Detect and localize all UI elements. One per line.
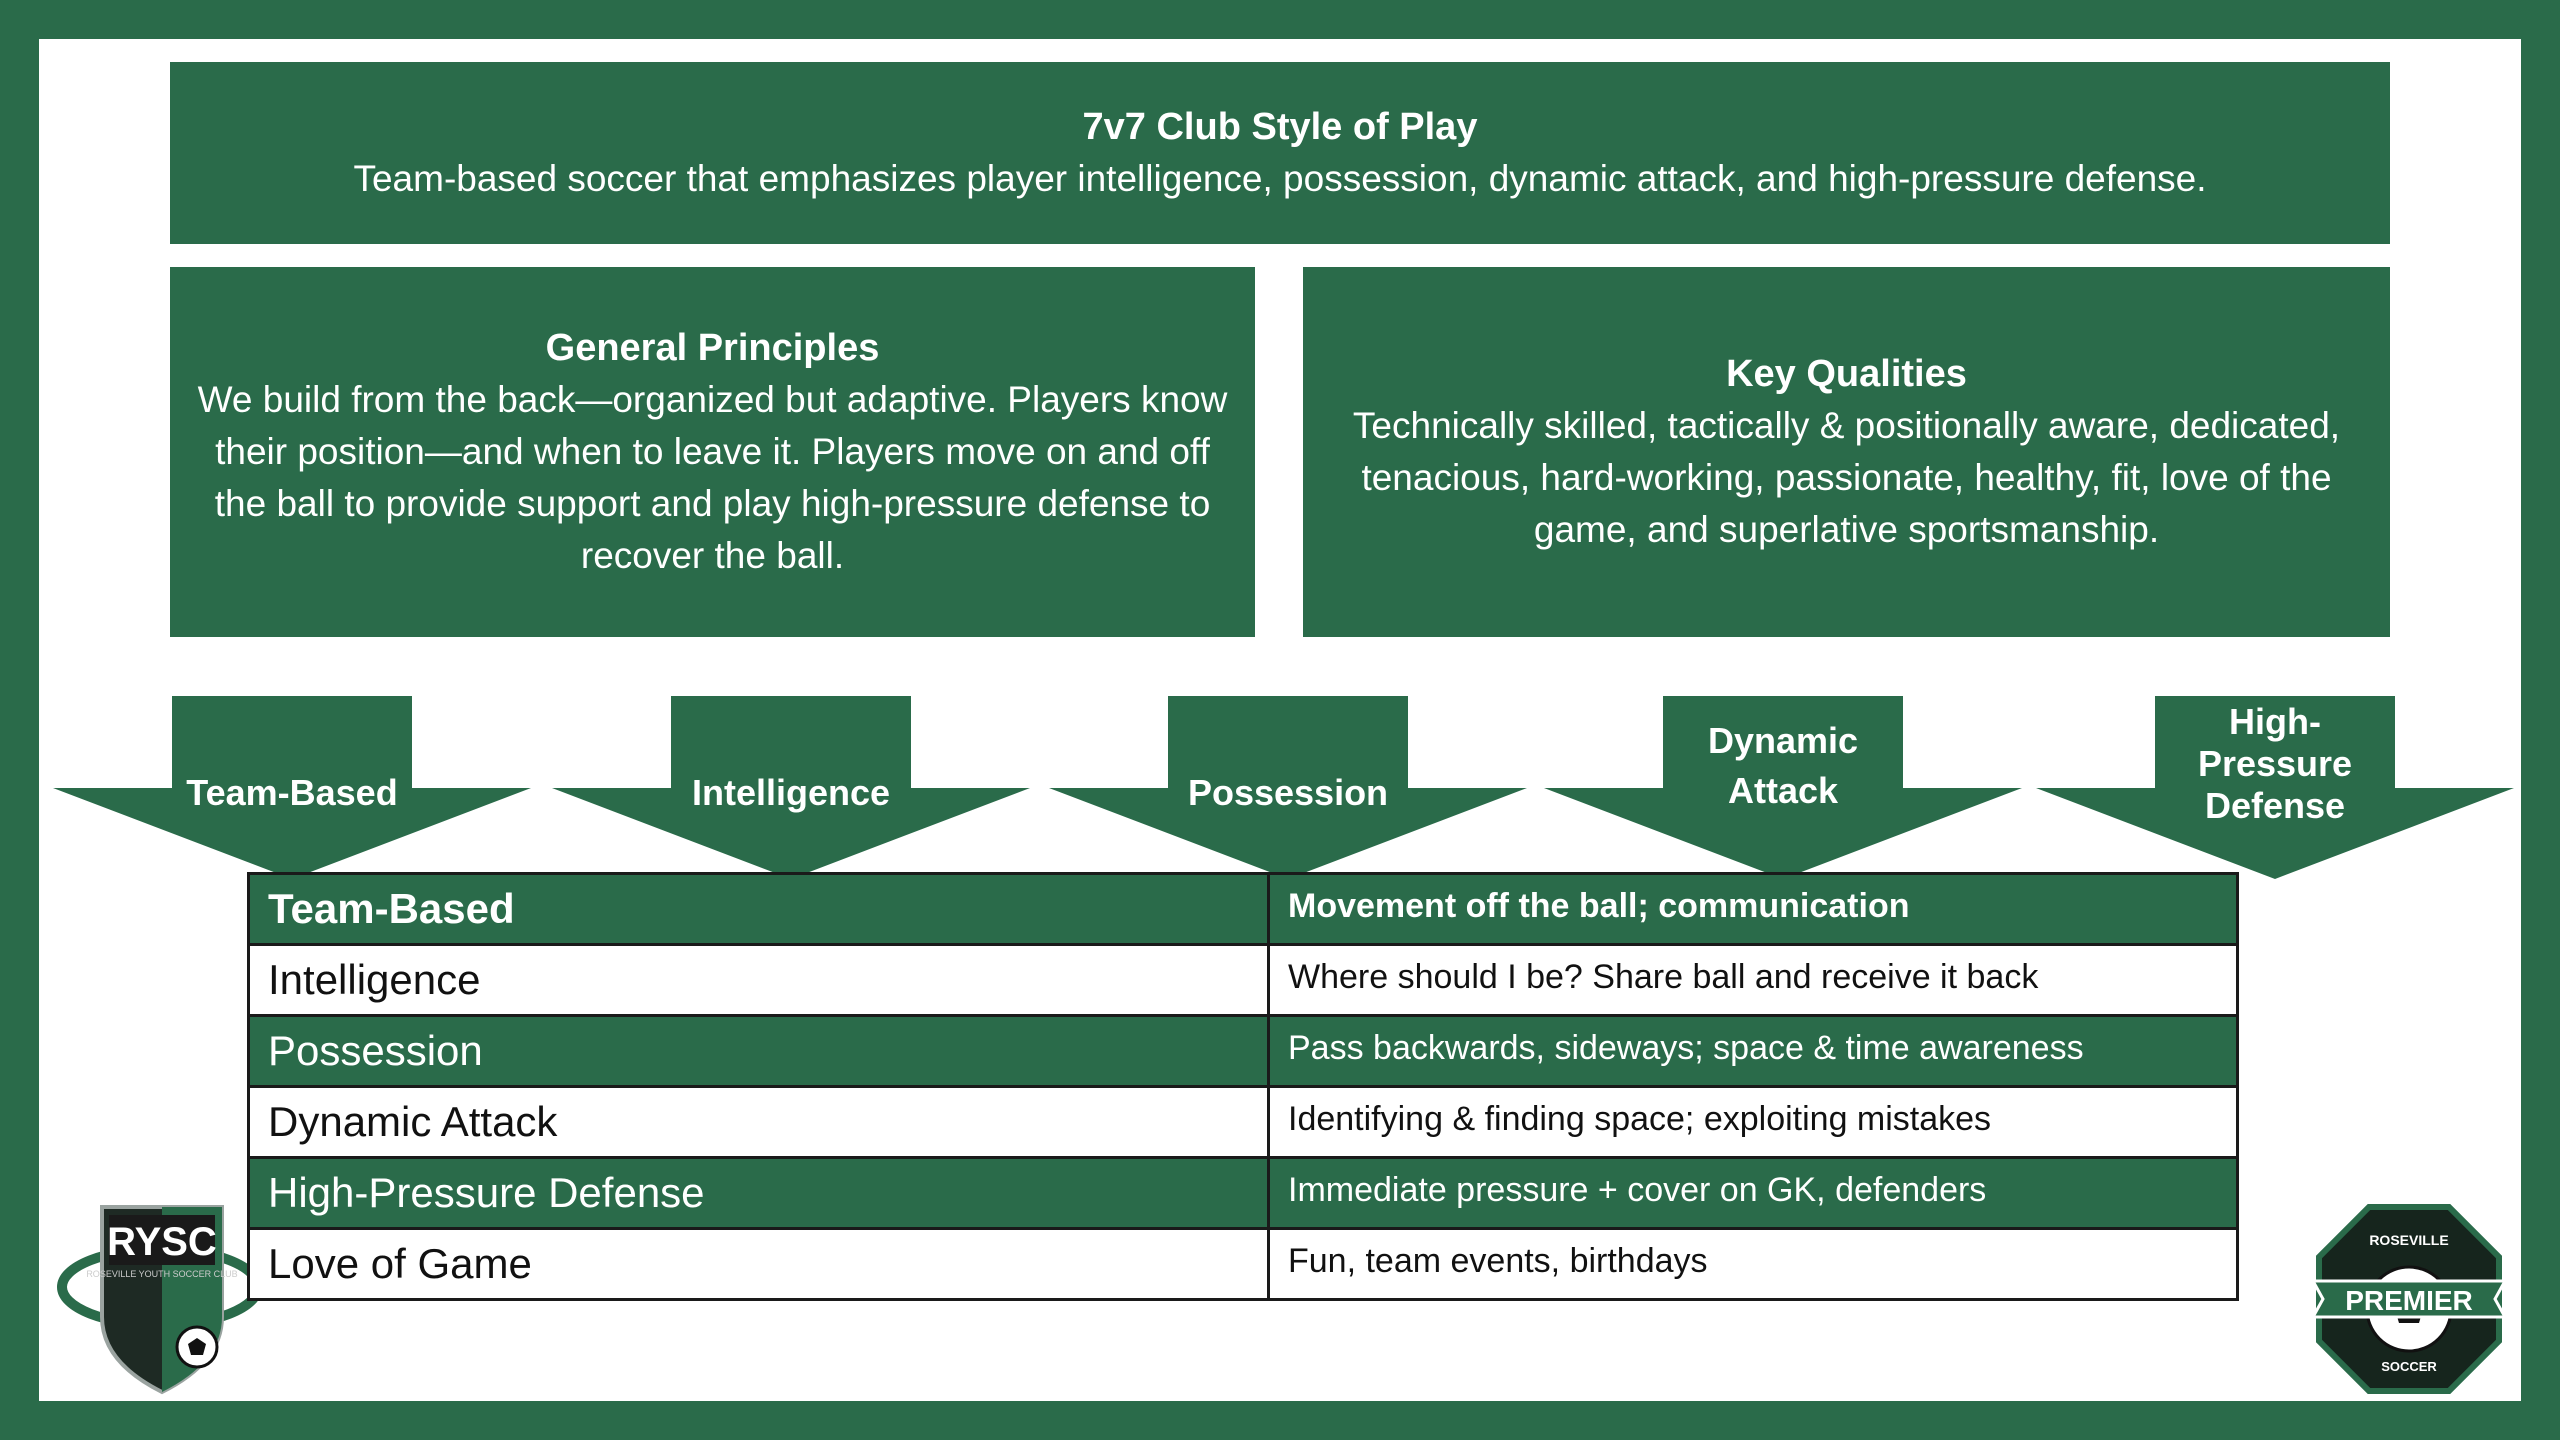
premier-logo-bottom-text: SOCCER	[2381, 1359, 2437, 1374]
table-row: Love of Game Fun, team events, birthdays	[247, 1227, 2239, 1301]
pillar-label: Possession	[1187, 772, 1389, 813]
table-cell-pillar: High-Pressure Defense	[247, 1156, 1270, 1230]
premier-logo-top-text: ROSEVILLE	[2369, 1232, 2448, 1248]
general-principles-title: General Principles	[545, 327, 880, 369]
table-cell-detail: Fun, team events, birthdays	[1267, 1227, 2239, 1301]
table-row: Team-Based Movement off the ball; commun…	[247, 872, 2239, 946]
rysc-logo-subtext: ROSEVILLE YOUTH SOCCER CLUB	[86, 1269, 237, 1279]
pillar-label: High-Pressure Defense	[2197, 700, 2353, 826]
pillar-label: Dynamic Attack	[1707, 720, 1859, 811]
table-cell-detail: Pass backwards, sideways; space & time a…	[1267, 1014, 2239, 1088]
key-qualities-box: Key Qualities Technically skilled, tacti…	[1303, 267, 2390, 637]
table-cell-pillar: Intelligence	[247, 943, 1270, 1017]
page-subtitle: Team-based soccer that emphasizes player…	[353, 158, 2207, 199]
table-cell-pillar: Dynamic Attack	[247, 1085, 1270, 1159]
general-principles-body: We build from the back—organized but ada…	[197, 379, 1228, 576]
table-row: Dynamic Attack Identifying & finding spa…	[247, 1085, 2239, 1159]
down-arrow-shape	[2036, 696, 2514, 879]
pillar-arrow-possession: Possession	[1049, 696, 1527, 879]
pillar-arrow-intelligence: Intelligence	[552, 696, 1030, 879]
table-cell-detail: Identifying & finding space; exploiting …	[1267, 1085, 2239, 1159]
slide: 7v7 Club Style of Play Team-based soccer…	[39, 39, 2521, 1401]
down-arrow-shape	[1544, 696, 2022, 879]
down-arrow-shape	[1049, 696, 1527, 879]
pillar-arrow-dynamic-attack: Dynamic Attack	[1544, 696, 2022, 879]
table-cell-detail: Immediate pressure + cover on GK, defend…	[1267, 1156, 2239, 1230]
table-cell-pillar: Possession	[247, 1014, 1270, 1088]
rysc-logo: RYSC ROSEVILLE YOUTH SOCCER CLUB	[57, 1205, 263, 1395]
roseville-premier-logo: ROSEVILLE PREMIER SOCCER	[2310, 1204, 2508, 1394]
table-row: Possession Pass backwards, sideways; spa…	[247, 1014, 2239, 1088]
general-principles-box: General Principles We build from the bac…	[170, 267, 1255, 637]
table-row: Intelligence Where should I be? Share ba…	[247, 943, 2239, 1017]
rysc-logo-text: RYSC	[107, 1220, 217, 1264]
pillar-label: Intelligence	[691, 772, 891, 813]
down-arrow-shape	[53, 696, 531, 879]
down-arrow-shape	[552, 696, 1030, 879]
table-row: High-Pressure Defense Immediate pressure…	[247, 1156, 2239, 1230]
style-of-play-header: 7v7 Club Style of Play Team-based soccer…	[170, 62, 2390, 244]
table-cell-detail: Where should I be? Share ball and receiv…	[1267, 943, 2239, 1017]
table-cell-detail: Movement off the ball; communication	[1267, 872, 2239, 946]
table-cell-pillar: Love of Game	[247, 1227, 1270, 1301]
table-cell-pillar: Team-Based	[247, 872, 1270, 946]
key-qualities-body: Technically skilled, tactically & positi…	[1352, 405, 2341, 550]
pillar-arrow-high-pressure-defense: High-Pressure Defense	[2036, 696, 2514, 879]
pillars-detail-table: Team-Based Movement off the ball; commun…	[247, 872, 2239, 1301]
key-qualities-title: Key Qualities	[1726, 353, 1967, 395]
pillar-label: Team-Based	[186, 772, 398, 813]
pillar-arrow-team-based: Team-Based	[53, 696, 531, 879]
page-title: 7v7 Club Style of Play	[1082, 106, 1478, 148]
premier-logo-text: PREMIER	[2345, 1285, 2473, 1316]
